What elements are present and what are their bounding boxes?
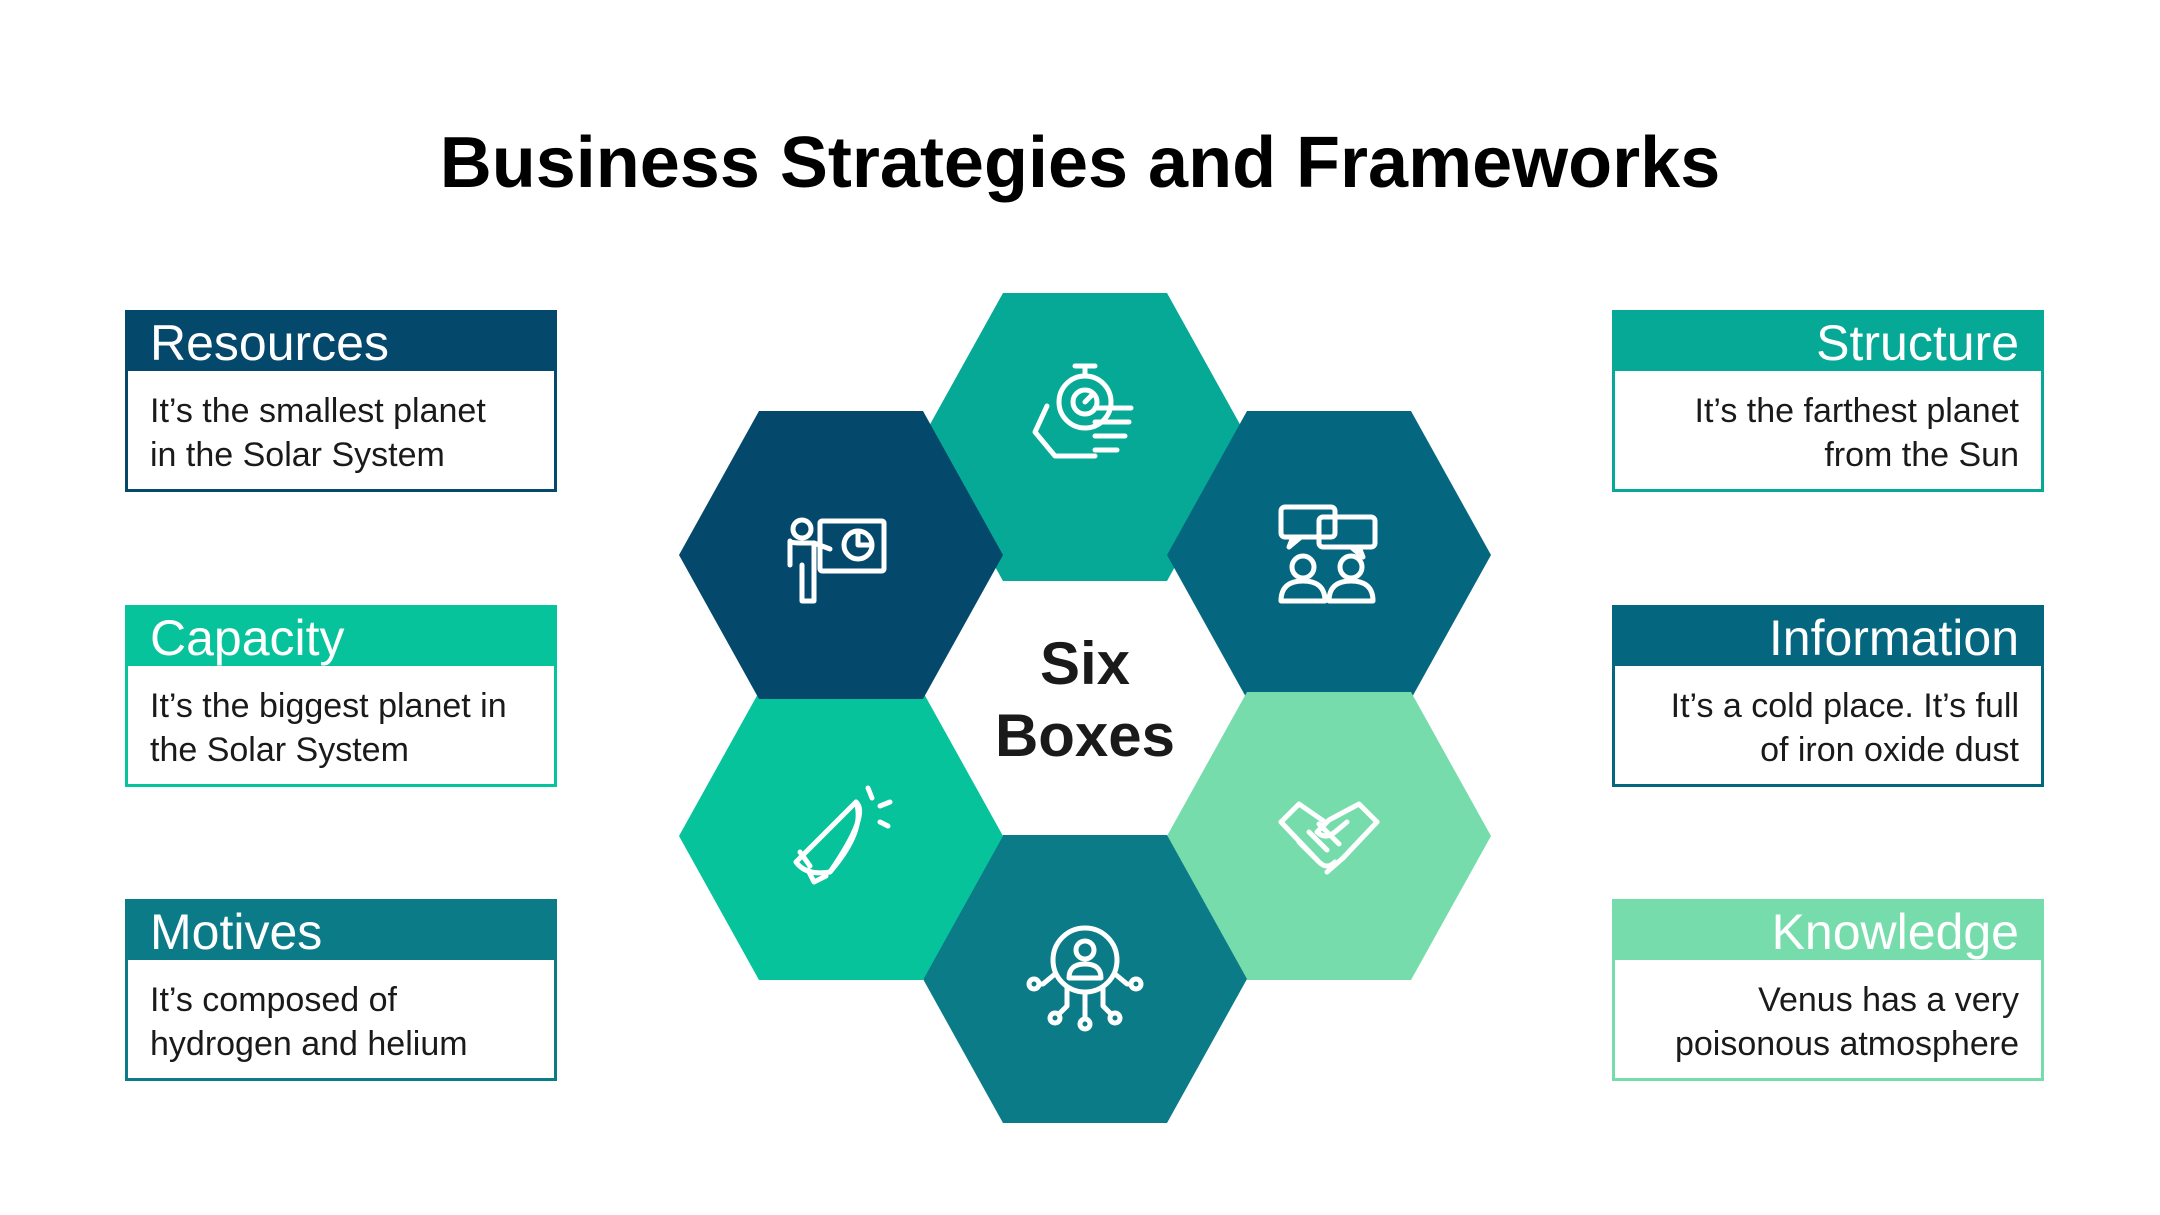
stopwatch-hand-icon — [1032, 363, 1134, 459]
card-description-line: It’s composed of — [150, 981, 397, 1019]
card-title: Motives — [128, 902, 554, 960]
card-resources: Resources It’s the smallest planet in th… — [125, 310, 557, 492]
megaphone-icon — [793, 785, 893, 885]
card-description: It’s the smallest planet in the Solar Sy… — [128, 371, 554, 477]
card-description-line: of iron oxide dust — [1760, 731, 2019, 769]
card-knowledge: Knowledge Venus has a very poisonous atm… — [1612, 899, 2044, 1081]
card-title: Structure — [1615, 313, 2041, 371]
card-description: It’s the biggest planet in the Solar Sys… — [128, 666, 554, 772]
presenter-chart-icon — [787, 517, 887, 604]
card-description-line: poisonous atmosphere — [1674, 1025, 2019, 1063]
center-label-line1: Six — [1040, 630, 1130, 697]
card-title: Information — [1615, 608, 2041, 666]
card-title: Resources — [128, 313, 554, 371]
card-motives: Motives It’s composed of hydrogen and he… — [125, 899, 557, 1081]
card-capacity: Capacity It’s the biggest planet in the … — [125, 605, 557, 787]
card-description-line: It’s the biggest planet in — [150, 687, 507, 725]
card-structure: Structure It’s the farthest planet from … — [1612, 310, 2044, 492]
card-description-line: in the Solar System — [150, 436, 445, 474]
hexagon-upper-right — [1167, 411, 1491, 699]
page-title: Business Strategies and Frameworks — [439, 123, 1721, 203]
handshake-icon — [1278, 801, 1380, 875]
card-description-line: hydrogen and helium — [150, 1025, 468, 1063]
card-description: It’s composed of hydrogen and helium — [128, 960, 554, 1066]
card-title: Capacity — [128, 608, 554, 666]
card-description: It’s the farthest planet from the Sun — [1615, 371, 2041, 477]
user-network-icon — [1026, 925, 1144, 1032]
center-label-line2: Boxes — [995, 702, 1175, 769]
card-description-line: from the Sun — [1824, 436, 2019, 474]
hexagon-lower-left — [679, 692, 1003, 980]
discussion-people-icon — [1278, 504, 1378, 604]
card-description-line: Venus has a very — [1758, 981, 2019, 1019]
card-information: Information It’s a cold place. It’s full… — [1612, 605, 2044, 787]
card-description-line: the Solar System — [150, 731, 409, 769]
card-description: Venus has a very poisonous atmosphere — [1615, 960, 2041, 1066]
hexagon-top — [923, 293, 1247, 581]
hexagon-upper-left — [679, 411, 1003, 699]
card-description-line: It’s the farthest planet — [1694, 392, 2019, 430]
card-description-line: It’s a cold place. It’s full — [1670, 687, 2019, 725]
card-title: Knowledge — [1615, 902, 2041, 960]
card-description: It’s a cold place. It’s full of iron oxi… — [1615, 666, 2041, 772]
card-description-line: It’s the smallest planet — [150, 392, 486, 430]
